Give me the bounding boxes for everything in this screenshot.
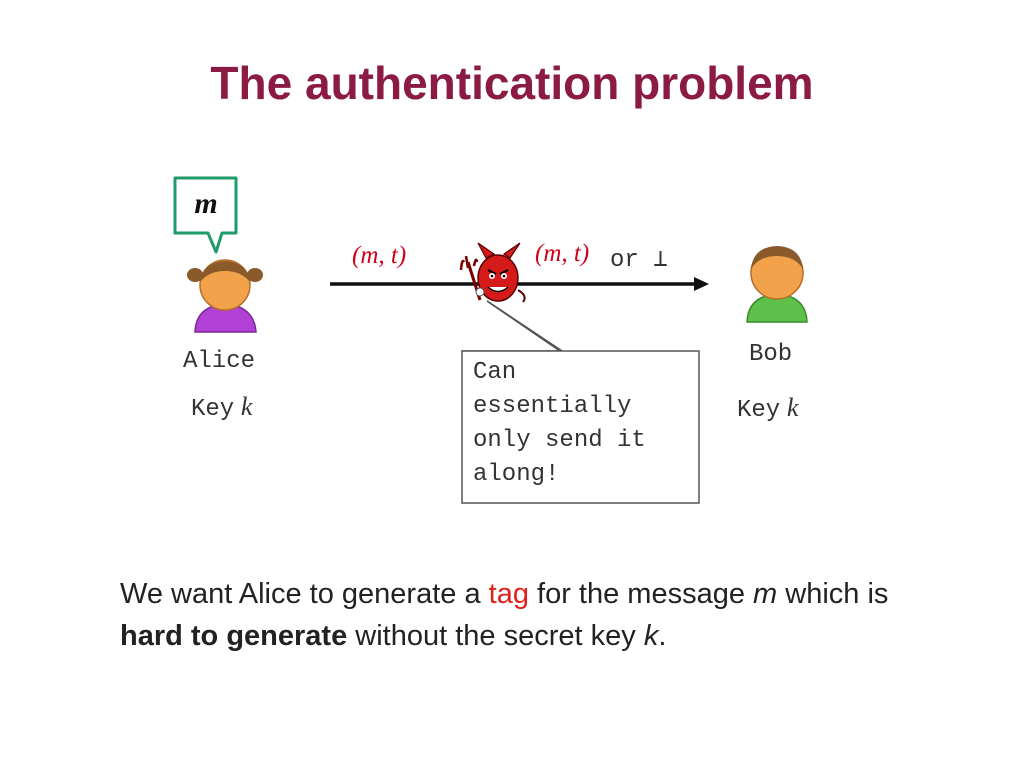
callout-text: Can essentially only send it along!	[473, 356, 693, 492]
emphasis-text: hard to generate	[120, 620, 348, 652]
alice-key-prefix: Key	[191, 396, 235, 423]
bob-avatar	[746, 246, 808, 323]
slide-title: The authentication problem	[210, 57, 814, 109]
callout-box	[461, 300, 700, 504]
callout-line: essentially	[473, 393, 632, 420]
alice-key-symbol: k	[240, 392, 253, 421]
bob-key-symbol: k	[786, 393, 799, 422]
key-symbol: k	[643, 620, 659, 652]
speech-bubble	[173, 176, 238, 254]
callout-line: only send it	[473, 427, 646, 454]
text-segment: which is	[777, 578, 889, 610]
received-pair-label: (m, t)	[535, 240, 590, 267]
bob-key-line: Key k	[737, 393, 798, 424]
text-segment: without the secret key	[347, 620, 644, 652]
bubble-message: m	[194, 187, 218, 220]
tag-word: tag	[488, 578, 529, 610]
callout-line: Can	[473, 359, 517, 386]
alice-name: Alice	[183, 348, 256, 375]
text-segment: We want Alice to generate a	[120, 578, 489, 610]
devil-icon	[459, 242, 526, 303]
channel-arrow	[330, 277, 709, 291]
callout-line: along!	[473, 461, 560, 488]
message-symbol: m	[753, 578, 778, 610]
bob-key-prefix: Key	[737, 397, 781, 424]
or-bottom-label: or ⊥	[610, 247, 668, 274]
alice-key-line: Key k	[191, 392, 252, 423]
alice-avatar	[187, 259, 263, 333]
sent-pair-label: (m, t)	[352, 242, 407, 269]
text-segment: .	[658, 620, 667, 652]
text-segment: for the message	[528, 578, 754, 610]
bottom-explanation: We want Alice to generate a tag for the …	[120, 573, 940, 657]
bob-name: Bob	[749, 341, 793, 368]
